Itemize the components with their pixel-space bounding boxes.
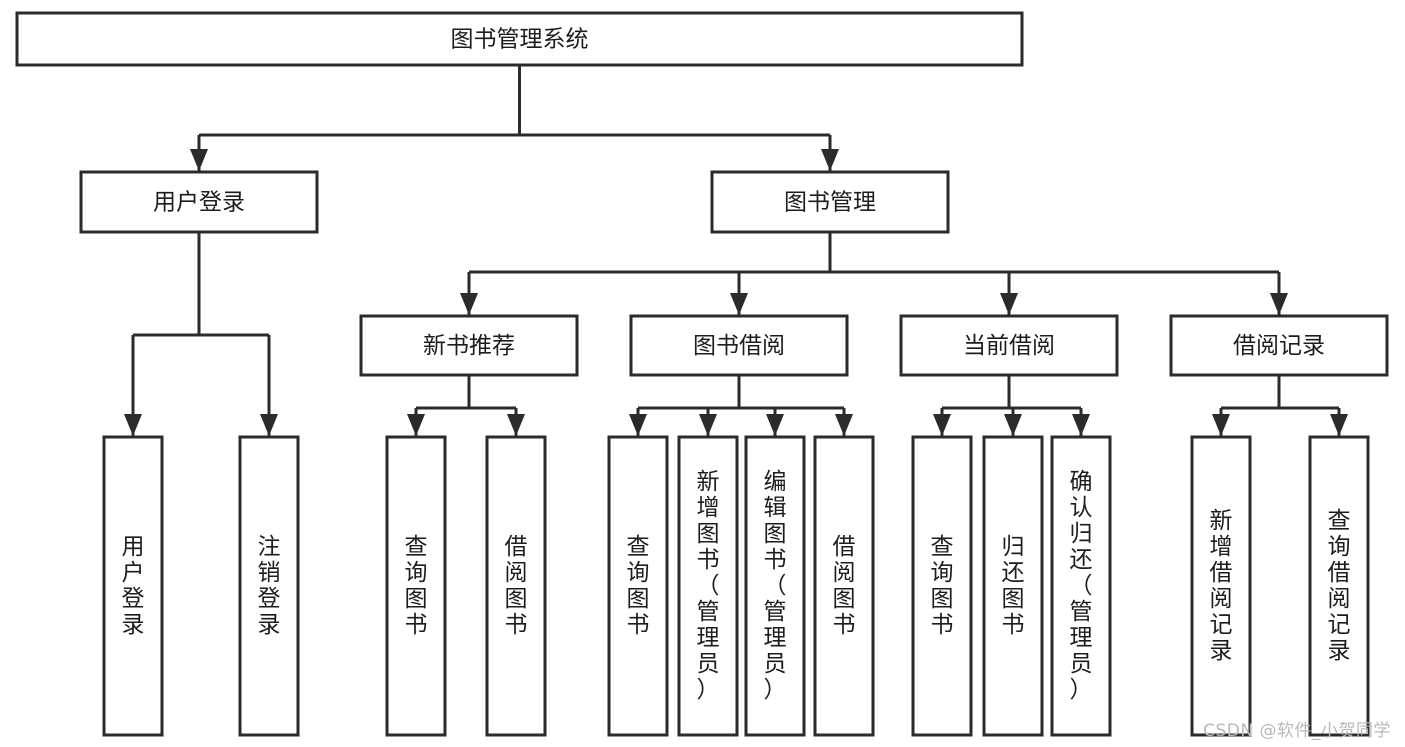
node-leaf-return-book[interactable]: 归还图书	[982, 435, 1044, 737]
node-box	[1169, 314, 1389, 377]
node-leaf-cur-query[interactable]: 查询图书	[911, 435, 973, 737]
node-label: 查询图书	[405, 534, 428, 638]
node-label: 图书管理	[784, 190, 876, 216]
arrow-head-icon	[1212, 414, 1230, 436]
node-box	[79, 170, 319, 234]
node-root-图书管理系统[interactable]: 图书管理系统	[15, 11, 1024, 67]
node-label: 编辑图书（管理员）	[764, 469, 787, 703]
node-box	[629, 314, 849, 377]
node-layer: 图书管理系统用户登录图书管理新书推荐图书借阅当前借阅借阅记录用户登录注销登录查询…	[15, 11, 1389, 737]
arrow-head-icon	[821, 149, 839, 171]
node-book-manage[interactable]: 图书管理	[710, 170, 950, 234]
node-box	[677, 435, 739, 737]
arrow-head-icon	[460, 293, 478, 315]
node-leaf-query-record[interactable]: 查询借阅记录	[1308, 435, 1370, 737]
arrow-head-icon	[1270, 293, 1288, 315]
arrow-head-icon	[699, 414, 717, 436]
node-box	[744, 435, 806, 737]
node-leaf-user-login[interactable]: 用户登录	[102, 435, 164, 737]
node-leaf-rec-borrow[interactable]: 借阅图书	[485, 435, 547, 737]
node-book-borrow[interactable]: 图书借阅	[629, 314, 849, 377]
node-label: 借阅记录	[1233, 333, 1325, 359]
node-leaf-add-record[interactable]: 新增借阅记录	[1190, 435, 1252, 737]
node-leaf-edit-book[interactable]: 编辑图书（管理员）	[744, 435, 806, 737]
node-label: 查询图书	[931, 534, 954, 638]
node-box	[15, 11, 1024, 67]
node-label: 查询图书	[627, 534, 650, 638]
node-box	[813, 435, 875, 737]
arrow-head-icon	[835, 414, 853, 436]
node-box	[485, 435, 547, 737]
node-box	[1308, 435, 1370, 737]
node-label: 图书借阅	[693, 333, 785, 359]
node-label: 用户登录	[153, 190, 245, 216]
node-new-book-rec[interactable]: 新书推荐	[359, 314, 579, 377]
node-label: 当前借阅	[963, 333, 1055, 359]
node-box	[982, 435, 1044, 737]
connector-layer	[124, 65, 1348, 436]
node-box	[899, 314, 1119, 377]
node-box	[385, 435, 447, 737]
node-label: 新增借阅记录	[1210, 508, 1233, 664]
node-leaf-borrow-book[interactable]: 借阅图书	[813, 435, 875, 737]
arrow-head-icon	[407, 414, 425, 436]
arrow-head-icon	[507, 414, 525, 436]
node-box	[359, 314, 579, 377]
node-box	[911, 435, 973, 737]
node-current-borrow[interactable]: 当前借阅	[899, 314, 1119, 377]
node-leaf-add-book[interactable]: 新增图书（管理员）	[677, 435, 739, 737]
node-box	[238, 435, 300, 737]
node-label: 确认归还（管理员）	[1070, 469, 1093, 703]
arrow-head-icon	[933, 414, 951, 436]
node-label: 图书管理系统	[451, 27, 589, 53]
node-label: 借阅图书	[505, 534, 528, 638]
node-label: 归还图书	[1002, 534, 1025, 638]
arrow-head-icon	[190, 149, 208, 171]
node-borrow-record[interactable]: 借阅记录	[1169, 314, 1389, 377]
node-leaf-logout[interactable]: 注销登录	[238, 435, 300, 737]
node-label: 查询借阅记录	[1328, 508, 1351, 664]
node-label: 新书推荐	[423, 333, 515, 359]
arrow-head-icon	[1004, 414, 1022, 436]
node-leaf-rec-query[interactable]: 查询图书	[385, 435, 447, 737]
node-leaf-confirm-return[interactable]: 确认归还（管理员）	[1050, 435, 1112, 737]
arrow-head-icon	[1000, 293, 1018, 315]
node-leaf-borrow-query[interactable]: 查询图书	[607, 435, 669, 737]
node-box	[607, 435, 669, 737]
arrow-head-icon	[766, 414, 784, 436]
node-label: 借阅图书	[833, 534, 856, 638]
node-box	[710, 170, 950, 234]
arrow-head-icon	[1072, 414, 1090, 436]
arrow-head-icon	[730, 293, 748, 315]
arrow-head-icon	[1330, 414, 1348, 436]
node-label: 注销登录	[258, 534, 281, 638]
node-box	[1050, 435, 1112, 737]
node-label: 用户登录	[122, 534, 145, 638]
node-label: 新增图书（管理员）	[697, 469, 720, 703]
arrow-head-icon	[629, 414, 647, 436]
node-box	[102, 435, 164, 737]
arrow-head-icon	[260, 414, 278, 436]
node-box	[1190, 435, 1252, 737]
arrow-head-icon	[124, 414, 142, 436]
node-user-login[interactable]: 用户登录	[79, 170, 319, 234]
